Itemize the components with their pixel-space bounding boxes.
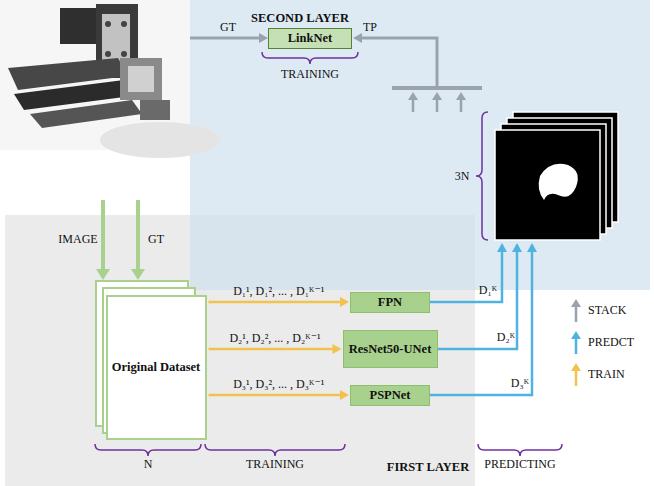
mask-stack bbox=[495, 112, 618, 240]
box-label: Original Dataset bbox=[112, 360, 201, 375]
stage-label: TRAINING bbox=[246, 457, 304, 471]
gripper-photo bbox=[0, 0, 220, 158]
legend-label: PREDCT bbox=[588, 335, 634, 349]
dataset-box: Original Dataset bbox=[106, 295, 207, 440]
legend-arrows bbox=[571, 299, 581, 386]
stage-label: PREDICTING bbox=[484, 457, 555, 471]
box-label: LinkNet bbox=[288, 31, 332, 46]
box-label: FPN bbox=[378, 295, 402, 310]
train-arrow bbox=[209, 344, 342, 354]
layer-band: FIRST LAYER Original Dataset FPN ResNet50-U… bbox=[5, 215, 475, 486]
legend-label: TRAIN bbox=[588, 367, 625, 381]
layer-title: FIRST LAYER bbox=[387, 460, 469, 475]
model-box: LinkNet bbox=[268, 28, 352, 49]
count-label: N bbox=[144, 457, 153, 471]
input-arrows bbox=[96, 200, 145, 280]
layer-band: SECOND LAYER LinkNet bbox=[190, 0, 650, 290]
layer-title: SECOND LAYER bbox=[251, 11, 349, 26]
subset-label: D₃ᴷ bbox=[511, 376, 529, 390]
count-label: 3N bbox=[455, 169, 470, 183]
second-layer-ground bbox=[190, 0, 650, 290]
train-arrow bbox=[209, 390, 350, 400]
legend-label: STACK bbox=[588, 303, 626, 317]
brace bbox=[476, 112, 488, 240]
predict-arrows bbox=[430, 243, 537, 395]
box-label: ResNet50-UNet bbox=[349, 342, 432, 357]
train-arrow bbox=[209, 297, 350, 307]
signal-label: TP bbox=[363, 20, 377, 34]
signal-label: GT bbox=[148, 232, 164, 246]
edge-label: D₂¹, D₂², ... , D₂ᴷ⁻¹ bbox=[229, 331, 320, 345]
edge-label: D₁¹, D₁², ... , D₁ᴷ⁻¹ bbox=[233, 284, 324, 298]
model-box: ResNet50-UNet bbox=[343, 330, 438, 368]
subset-label: D₂ᴷ bbox=[497, 330, 515, 344]
model-box: PSPNet bbox=[350, 385, 430, 406]
braces bbox=[95, 52, 562, 456]
gt-arrow bbox=[190, 33, 268, 43]
signal-label: GT bbox=[220, 20, 236, 34]
subset-label: D₁ᴷ bbox=[479, 283, 497, 297]
stack-bar bbox=[392, 88, 482, 112]
signal-label: IMAGE bbox=[58, 232, 97, 246]
stage-label: TRAINING bbox=[281, 67, 339, 81]
box-label: PSPNet bbox=[370, 388, 411, 403]
model-box: FPN bbox=[350, 292, 430, 313]
edge-label: D₃¹, D₃², ... , D₃ᴷ⁻¹ bbox=[233, 377, 324, 391]
tp-arrow bbox=[353, 33, 437, 87]
